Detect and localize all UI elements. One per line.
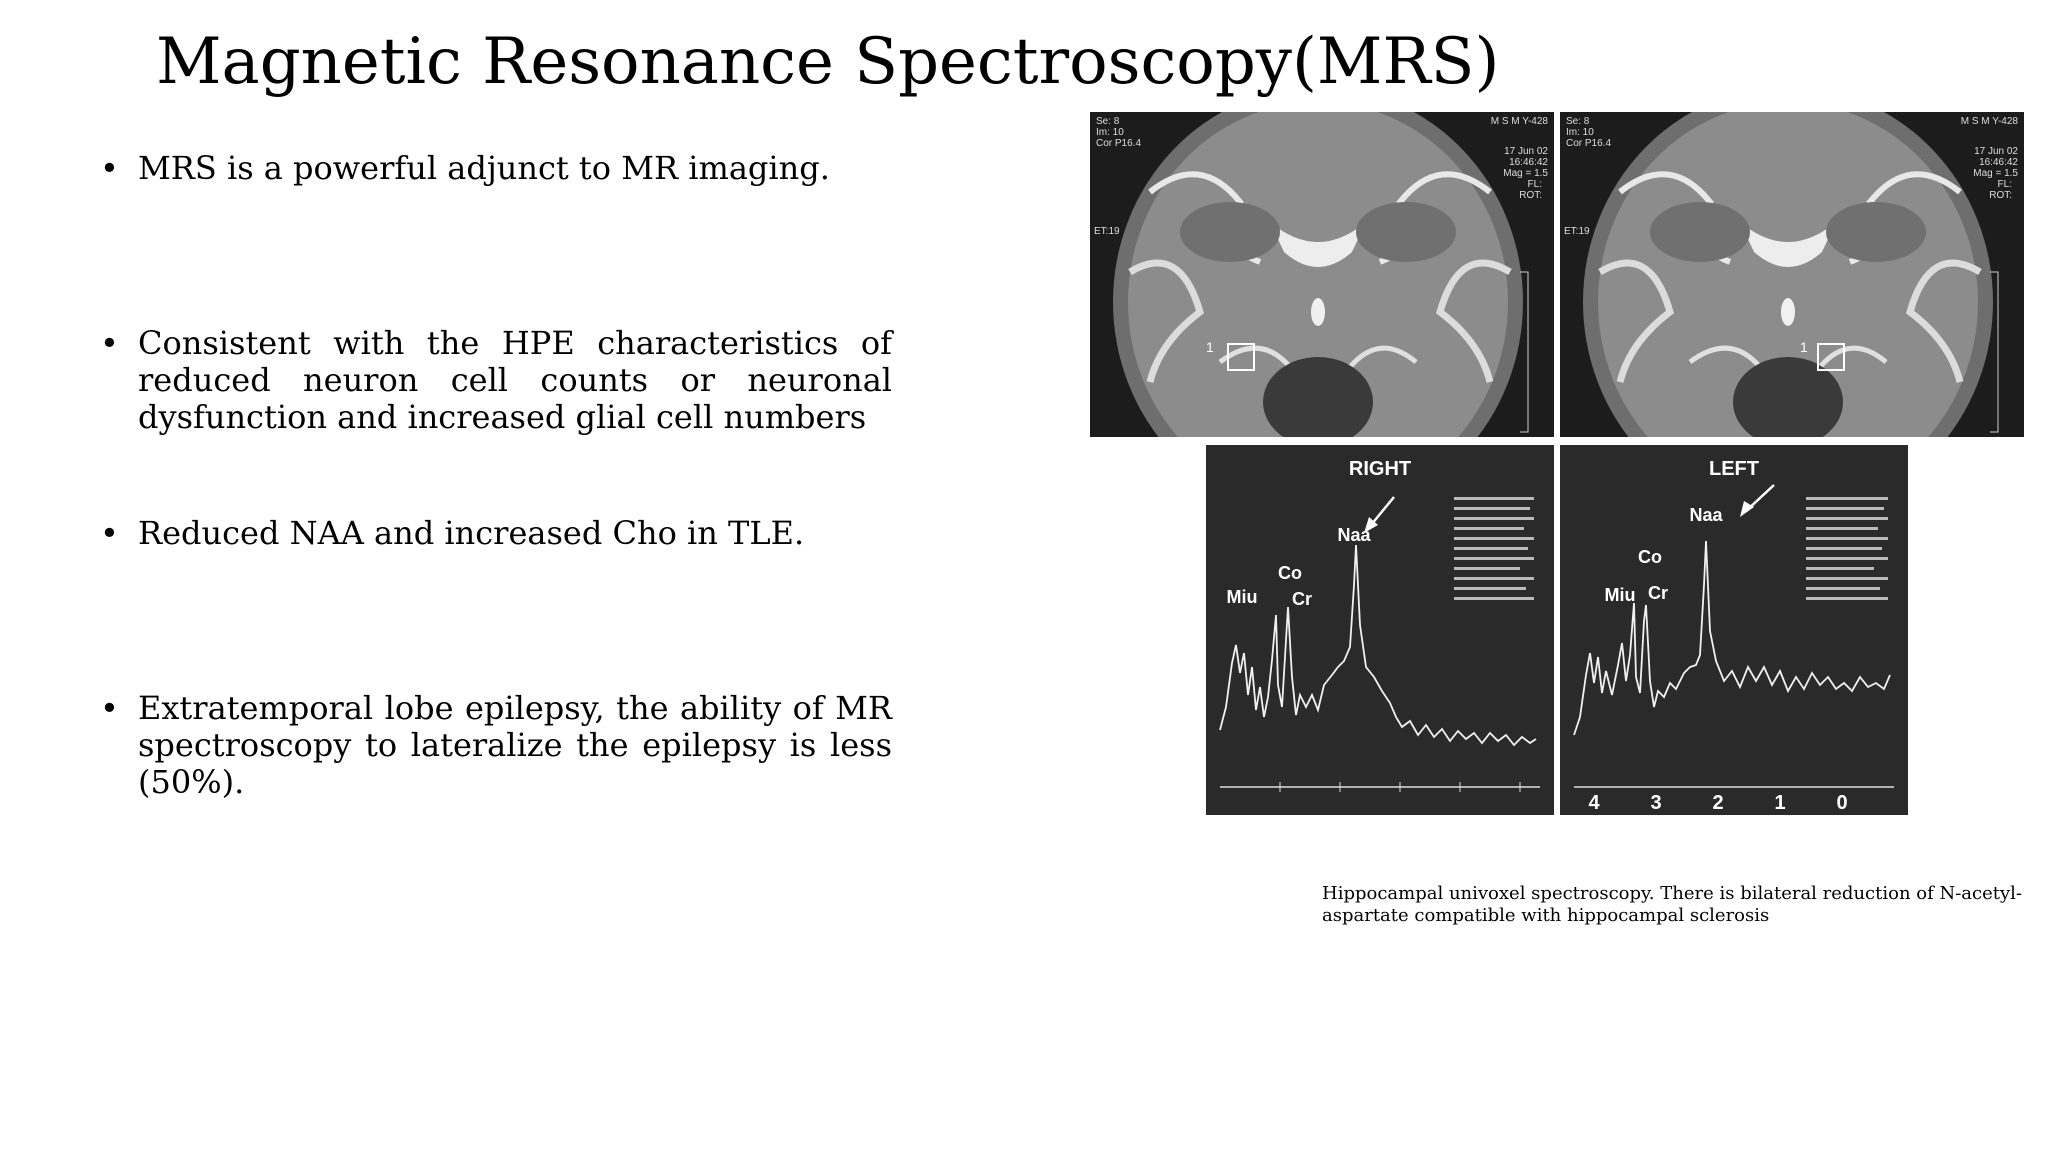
mri-mag: Mag = 1.5 <box>1503 168 1548 179</box>
mri-fl: FL: <box>1998 179 2012 190</box>
voxel-number: 1 <box>1206 339 1214 355</box>
mri-time: 16:46:42 <box>1979 157 2018 168</box>
spectrum-right: RIGHT Naa Co Cr Miu <box>1206 445 1554 815</box>
spectrum-line <box>1219 544 1537 747</box>
mri-se: Se: 8 <box>1566 116 1590 127</box>
mri-time: 16:46:42 <box>1509 157 1548 168</box>
mri-cor: Cor P16.4 <box>1566 138 1611 149</box>
mri-date: 17 Jun 02 <box>1974 146 2018 157</box>
mri-header: M S M Y-428 <box>1961 116 2019 127</box>
mri-image-left: 1 Se: 8 Im: 10 Cor P16.4 ET:19 M S M Y-4… <box>1560 112 2024 437</box>
mri-image-right: 1 Se: 8 Im: 10 Cor P16.4 ET:19 M S M Y-4… <box>1090 112 1554 437</box>
bullet-icon: • <box>100 324 119 362</box>
peak-label-naa: Naa <box>1337 525 1371 545</box>
bullet-item: • Consistent with the HPE characteristic… <box>100 325 892 436</box>
mri-et: ET:19 <box>1564 226 1590 237</box>
bullet-icon: • <box>100 149 119 187</box>
mri-im: Im: 10 <box>1566 127 1594 138</box>
mrs-figure: 1 Se: 8 Im: 10 Cor P16.4 ET:19 M S M Y-4… <box>1090 112 2024 815</box>
axis-tick-label: 2 <box>1712 792 1723 814</box>
peak-label-miu: Miu <box>1227 587 1258 607</box>
bullet-icon: • <box>100 514 119 552</box>
peak-label-co: Co <box>1638 547 1662 567</box>
peak-label-miu: Miu <box>1605 585 1636 605</box>
bullet-item: • MRS is a powerful adjunct to MR imagin… <box>100 150 892 187</box>
bullet-text: Extratemporal lobe epilepsy, the ability… <box>138 689 892 801</box>
voxel-number: 1 <box>1800 339 1808 355</box>
mri-im: Im: 10 <box>1096 127 1124 138</box>
mri-cor: Cor P16.4 <box>1096 138 1141 149</box>
voxel-marker <box>1817 343 1845 371</box>
mri-et: ET:19 <box>1094 226 1120 237</box>
spectrum-line <box>1573 540 1891 736</box>
bullet-icon: • <box>100 689 119 727</box>
spectrum-left: LEFT Naa Co Cr Miu 4 3 2 1 0 <box>1560 445 1908 815</box>
peak-label-cr: Cr <box>1292 589 1312 609</box>
figure-caption: Hippocampal univoxel spectroscopy. There… <box>1322 883 2023 926</box>
bullet-text: MRS is a powerful adjunct to MR imaging. <box>138 149 830 187</box>
peak-label-cr: Cr <box>1648 583 1668 603</box>
mri-rot: ROT: <box>1519 190 1542 201</box>
mri-rot: ROT: <box>1989 190 2012 201</box>
mri-date: 17 Jun 02 <box>1504 146 1548 157</box>
spectrum-left-label: LEFT <box>1709 458 1759 480</box>
mri-se: Se: 8 <box>1096 116 1120 127</box>
voxel-marker <box>1227 343 1255 371</box>
axis-tick-label: 1 <box>1774 792 1785 814</box>
mri-fl: FL: <box>1528 179 1542 190</box>
peak-label-naa: Naa <box>1689 505 1723 525</box>
mri-mag: Mag = 1.5 <box>1973 168 2018 179</box>
bullet-item: • Extratemporal lobe epilepsy, the abili… <box>100 690 892 801</box>
axis-tick-label: 4 <box>1588 792 1600 814</box>
axis-tick-label: 3 <box>1650 792 1661 814</box>
bullet-text: Reduced NAA and increased Cho in TLE. <box>138 514 805 552</box>
peak-label-co: Co <box>1278 563 1302 583</box>
arrow-icon <box>1370 496 1395 526</box>
axis-tick-label: 0 <box>1836 792 1847 814</box>
mri-header: M S M Y-428 <box>1491 116 1549 127</box>
spectrum-right-label: RIGHT <box>1349 458 1411 480</box>
slide-title: Magnetic Resonance Spectroscopy(MRS) <box>156 25 1500 99</box>
bullet-item: • Reduced NAA and increased Cho in TLE. <box>100 515 892 552</box>
bullet-text: Consistent with the HPE characteristics … <box>138 324 892 436</box>
